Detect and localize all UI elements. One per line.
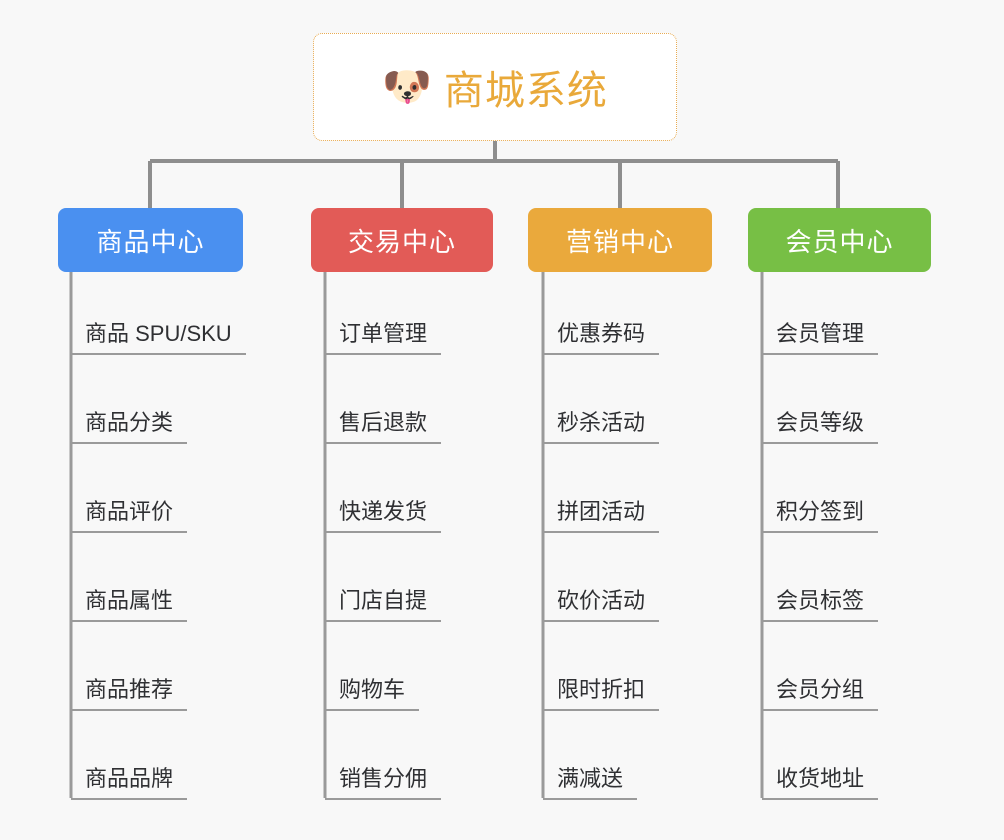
leaf-item-label: 会员标签 — [762, 588, 879, 622]
leaf-item-label: 购物车 — [325, 677, 420, 711]
leaf-item[interactable]: 优惠券码 — [543, 300, 660, 355]
root-node-content: 🐶 商城系统 — [382, 58, 608, 116]
leaf-item[interactable]: 销售分佣 — [325, 745, 442, 800]
leaf-item[interactable]: 商品属性 — [71, 567, 188, 622]
leaf-item[interactable]: 商品评价 — [71, 478, 188, 533]
leaf-item-label: 商品属性 — [71, 588, 188, 622]
leaf-item[interactable]: 积分签到 — [762, 478, 879, 533]
leaf-item[interactable]: 会员分组 — [762, 656, 879, 711]
leaf-item[interactable]: 砍价活动 — [543, 567, 660, 622]
leaf-item[interactable]: 会员等级 — [762, 389, 879, 444]
leaf-item-label: 销售分佣 — [325, 766, 442, 800]
leaf-item[interactable]: 秒杀活动 — [543, 389, 660, 444]
leaf-item[interactable]: 拼团活动 — [543, 478, 660, 533]
leaf-item[interactable]: 商品 SPU/SKU — [71, 300, 246, 355]
shiba-dog-face-icon: 🐶 — [382, 65, 432, 109]
branch-header-marketing-center[interactable]: 营销中心 — [528, 208, 712, 272]
leaf-item-label: 商品分类 — [71, 410, 188, 444]
leaf-item-label: 秒杀活动 — [543, 410, 660, 444]
leaf-item-label: 商品推荐 — [71, 677, 188, 711]
leaf-item-label: 售后退款 — [325, 410, 442, 444]
leaf-item-label: 订单管理 — [325, 321, 442, 355]
branch-header-label: 营销中心 — [565, 226, 674, 257]
leaf-item-label: 门店自提 — [325, 588, 442, 622]
branch-header-label: 会员中心 — [785, 226, 894, 257]
leaf-item[interactable]: 满减送 — [543, 745, 638, 800]
leaf-item[interactable]: 商品品牌 — [71, 745, 188, 800]
leaf-item[interactable]: 会员标签 — [762, 567, 879, 622]
leaf-item-label: 满减送 — [543, 766, 638, 800]
leaf-item-label: 会员分组 — [762, 677, 879, 711]
branch-header-label: 商品中心 — [96, 226, 205, 257]
leaf-item-label: 会员等级 — [762, 410, 879, 444]
leaf-item-label: 商品评价 — [71, 499, 188, 533]
leaf-item-label: 限时折扣 — [543, 677, 660, 711]
branch-header-label: 交易中心 — [347, 226, 456, 257]
branch-header-member-center[interactable]: 会员中心 — [748, 208, 931, 272]
leaf-item[interactable]: 门店自提 — [325, 567, 442, 622]
leaf-item-label: 积分签到 — [762, 499, 879, 533]
leaf-item[interactable]: 快递发货 — [325, 478, 442, 533]
root-node[interactable]: 🐶 商城系统 — [313, 33, 677, 141]
leaf-item[interactable]: 售后退款 — [325, 389, 442, 444]
leaf-item[interactable]: 订单管理 — [325, 300, 442, 355]
leaf-item-label: 拼团活动 — [543, 499, 660, 533]
root-title: 商城系统 — [443, 69, 608, 113]
leaf-item-label: 商品品牌 — [71, 766, 188, 800]
leaf-item-label: 会员管理 — [762, 321, 879, 355]
leaf-item[interactable]: 商品分类 — [71, 389, 188, 444]
branch-header-product-center[interactable]: 商品中心 — [58, 208, 243, 272]
leaf-item[interactable]: 会员管理 — [762, 300, 879, 355]
leaf-item[interactable]: 购物车 — [325, 656, 420, 711]
leaf-item[interactable]: 商品推荐 — [71, 656, 188, 711]
leaf-item-label: 收货地址 — [762, 766, 879, 800]
leaf-item-label: 优惠券码 — [543, 321, 660, 355]
leaf-item-label: 商品 SPU/SKU — [71, 321, 246, 355]
leaf-item-label: 砍价活动 — [543, 588, 660, 622]
leaf-item-label: 快递发货 — [325, 499, 442, 533]
branch-header-trade-center[interactable]: 交易中心 — [311, 208, 493, 272]
leaf-item[interactable]: 收货地址 — [762, 745, 879, 800]
leaf-item[interactable]: 限时折扣 — [543, 656, 660, 711]
